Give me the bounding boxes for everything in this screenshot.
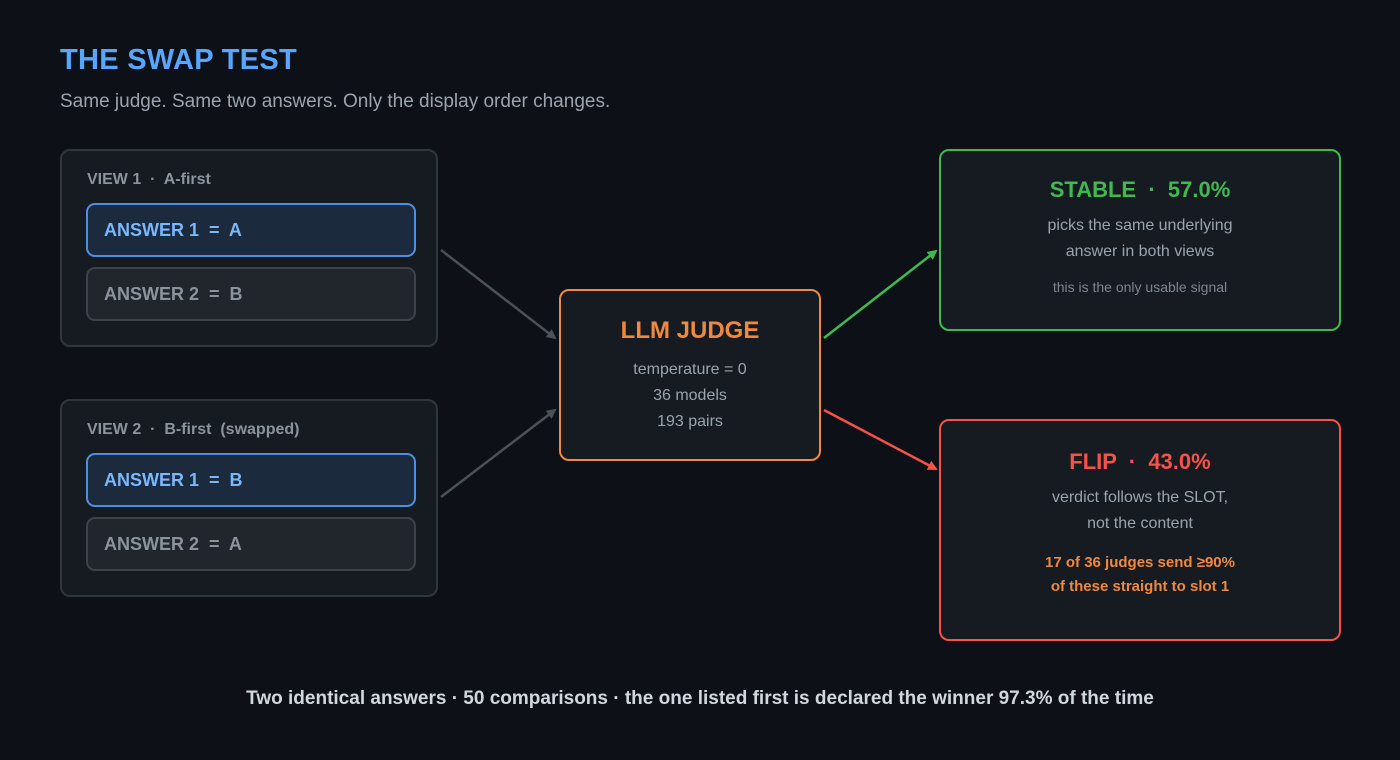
stable-description: picks the same underlying answer in both…: [941, 213, 1339, 265]
view-2-panel: VIEW 2 · B-first (swapped) ANSWER 1 = B …: [60, 399, 438, 597]
answer-slot-1: ANSWER 1 = A: [86, 203, 416, 257]
judge-temperature: temperature = 0: [633, 361, 747, 378]
judge-models: 36 models: [653, 387, 727, 404]
judge-pairs: 193 pairs: [657, 413, 723, 430]
page-title: THE SWAP TEST: [60, 44, 298, 76]
stable-description-line: answer in both views: [1065, 243, 1215, 260]
arrow-judge-to-stable: [823, 249, 938, 339]
arrow-view1-to-judge: [440, 249, 557, 340]
footer-summary: Two identical answers · 50 comparisons ·…: [246, 688, 1154, 709]
arrow-view2-to-judge: [440, 408, 557, 498]
llm-judge-box: LLM JUDGE temperature = 0 36 models 193 …: [559, 289, 821, 461]
stable-note: this is the only usable signal: [1052, 279, 1228, 295]
flip-description: verdict follows the SLOT, not the conten…: [941, 485, 1339, 537]
flip-highlight: 17 of 36 judges send ≥90% of these strai…: [941, 551, 1339, 599]
answer-slot-1: ANSWER 1 = B: [86, 453, 416, 507]
view-label: VIEW 1 · A-first: [87, 171, 211, 188]
flip-outcome-box: FLIP · 43.0% verdict follows the SLOT, n…: [939, 419, 1341, 641]
flip-highlight-line: 17 of 36 judges send ≥90%: [1045, 554, 1235, 571]
flip-title: FLIP · 43.0%: [1069, 449, 1211, 474]
flip-highlight-line: of these straight to slot 1: [1050, 578, 1230, 595]
stable-description-line: picks the same underlying: [1047, 217, 1233, 234]
arrow-judge-to-flip: [823, 408, 938, 471]
answer-slot-2: ANSWER 2 = B: [86, 267, 416, 321]
stable-title: STABLE · 57.0%: [1049, 177, 1231, 202]
stable-outcome-box: STABLE · 57.0% picks the same underlying…: [939, 149, 1341, 331]
answer-slot-2: ANSWER 2 = A: [86, 517, 416, 571]
judge-title: LLM JUDGE: [620, 317, 760, 344]
view-1-panel: VIEW 1 · A-first ANSWER 1 = A ANSWER 2 =…: [60, 149, 438, 347]
flip-description-line: verdict follows the SLOT,: [1051, 489, 1229, 506]
flip-description-line: not the content: [1087, 515, 1193, 532]
page-subtitle: Same judge. Same two answers. Only the d…: [60, 91, 611, 112]
view-label: VIEW 2 · B-first (swapped): [87, 421, 300, 438]
